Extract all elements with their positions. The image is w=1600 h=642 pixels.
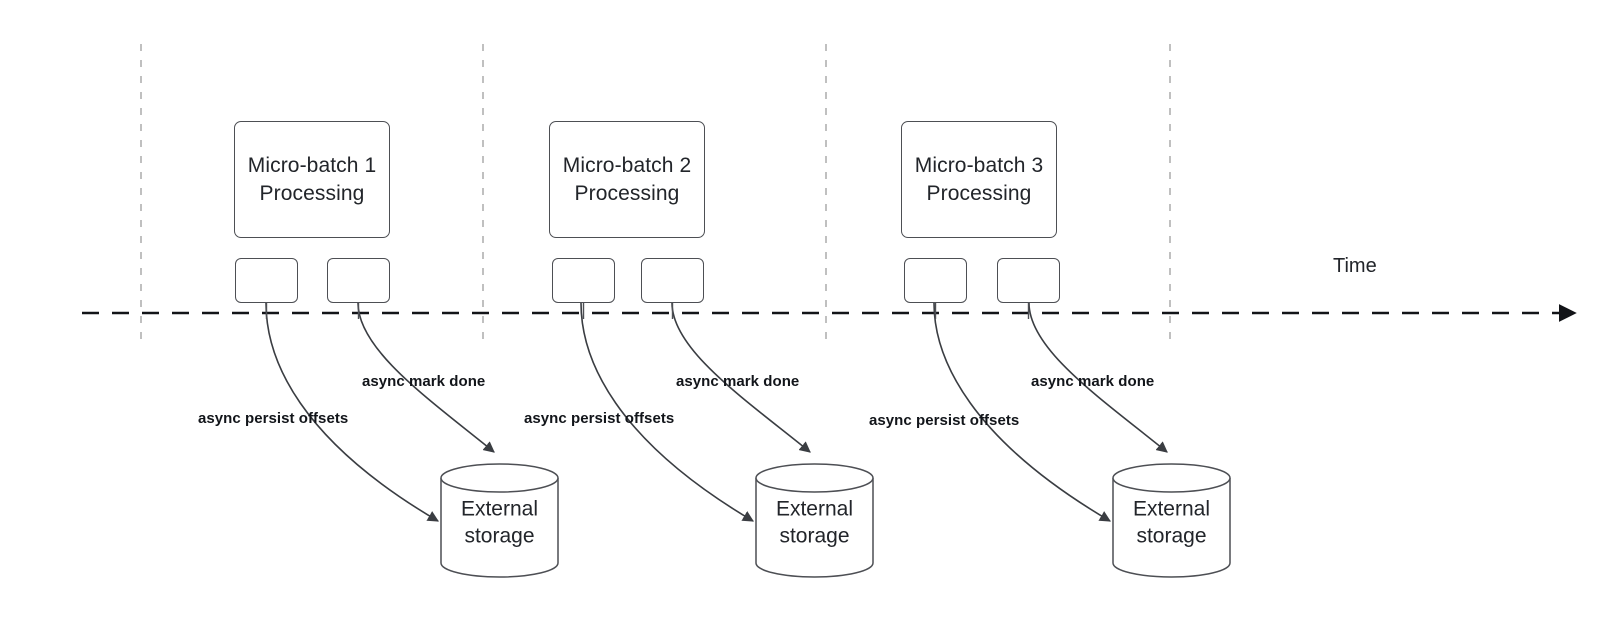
external-storage-1-label: External storage bbox=[460, 496, 539, 548]
async-persist-offsets-3-label: async persist offsets bbox=[869, 412, 1020, 429]
time-axis-label: Time bbox=[1333, 255, 1377, 277]
micro-batch-3-box[interactable]: Micro-batch 3 Processing bbox=[901, 121, 1057, 238]
external-storage-1[interactable]: External storage bbox=[441, 464, 558, 577]
async-mark-done-1-label: async mark done bbox=[362, 373, 486, 390]
micro-batch-1-label: Micro-batch 1 Processing bbox=[247, 153, 377, 205]
micro-batch-2-label: Micro-batch 2 Processing bbox=[562, 153, 692, 205]
external-storage-3[interactable]: External storage bbox=[1113, 464, 1230, 577]
async-mark-done-2-label: async mark done bbox=[676, 373, 800, 390]
tick-3b-box[interactable] bbox=[997, 258, 1060, 303]
tick-2b-box[interactable] bbox=[641, 258, 704, 303]
async-edges bbox=[265, 302, 1168, 522]
external-storage-2[interactable]: External storage bbox=[756, 464, 873, 577]
external-storage-2-label: External storage bbox=[775, 496, 854, 548]
micro-batch-2-box[interactable]: Micro-batch 2 Processing bbox=[549, 121, 705, 238]
tick-1b-box[interactable] bbox=[327, 258, 390, 303]
micro-batch-3-label: Micro-batch 3 Processing bbox=[914, 153, 1044, 205]
tick-2a-box[interactable] bbox=[552, 258, 615, 303]
external-storage-3-label: External storage bbox=[1132, 496, 1211, 548]
tick-3a-box[interactable] bbox=[904, 258, 967, 303]
async-persist-offsets-2-label: async persist offsets bbox=[524, 410, 675, 427]
micro-batch-1-box[interactable]: Micro-batch 1 Processing bbox=[234, 121, 390, 238]
async-mark-done-3-label: async mark done bbox=[1031, 373, 1155, 390]
tick-1a-box[interactable] bbox=[235, 258, 298, 303]
tick-stems bbox=[265, 303, 1030, 319]
async-persist-offsets-1-label: async persist offsets bbox=[198, 410, 349, 427]
